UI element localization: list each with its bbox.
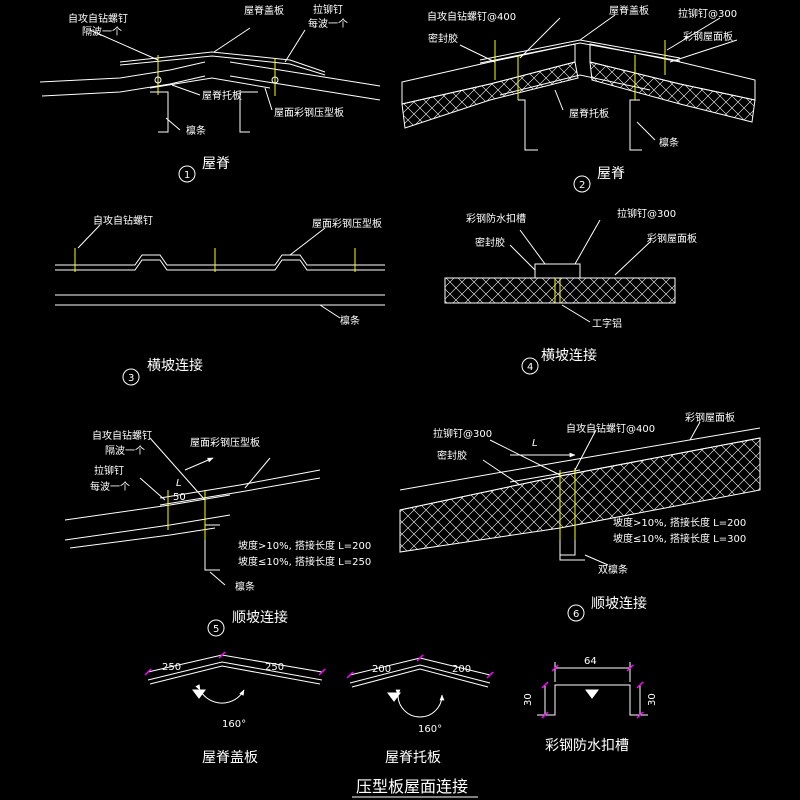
d6-note1: 坡度>10%, 搭接长度 L=200 (613, 516, 746, 529)
d1-label-purlin: 檩条 (186, 124, 206, 137)
ridge-support-dim-right: 200 (452, 664, 471, 675)
ridge-cover-title: 屋脊盖板 (202, 750, 258, 766)
d4-number: 4 (527, 362, 533, 373)
d6-dim-L: L (532, 438, 538, 449)
d2-label-rivet: 拉铆钉@300 (678, 7, 737, 20)
d6-note2: 坡度≤10%, 搭接长度 L=300 (613, 532, 746, 545)
d5-note1: 坡度>10%, 搭接长度 L=200 (238, 539, 371, 552)
d4-label-panel: 彩钢屋面板 (647, 232, 697, 245)
part-ridge-support (349, 657, 491, 718)
d3-label-purlin: 檩条 (340, 314, 360, 327)
part-ridge-cover (147, 654, 323, 704)
d2-label-cover: 屋脊盖板 (609, 4, 649, 17)
d3-label-panel: 屋面彩钢压型板 (312, 217, 382, 230)
d4-title: 横坡连接 (541, 347, 597, 364)
d2-label-panel: 彩钢屋面板 (683, 30, 733, 43)
ridge-cover-dim-right: 250 (265, 662, 284, 673)
d5-label-screw1: 自攻自钻螺钉 (92, 429, 152, 442)
d5-title: 顺坡连接 (232, 609, 288, 626)
part-ridge-support-ticks (346, 654, 494, 679)
d5-label-panel: 屋面彩钢压型板 (190, 436, 260, 449)
detail-5-end-lap (64, 437, 321, 637)
cap-channel-dim-top: 64 (584, 656, 597, 667)
detail-2-ridge (401, 14, 756, 193)
d4-label-sealant: 密封胶 (475, 236, 505, 249)
d2-number: 2 (579, 180, 585, 191)
d4-label-rivet: 拉铆钉@300 (617, 207, 676, 220)
cap-channel-title: 彩钢防水扣槽 (545, 738, 629, 754)
d5-label-purlin: 檩条 (235, 580, 255, 593)
d2-label-support: 屋脊托板 (569, 107, 609, 120)
d1-label-panel: 屋面彩钢压型板 (274, 106, 344, 119)
d6-label-panel: 彩钢屋面板 (685, 411, 735, 424)
detail-4-side-lap (444, 219, 676, 375)
d1-title: 屋脊 (202, 156, 230, 172)
part-cap-channel-ticks (541, 664, 644, 719)
d2-label-screw: 自攻自钻螺钉@400 (427, 10, 516, 23)
ridge-support-angle: 160° (418, 724, 442, 735)
d1-label-rivet2: 每波一个 (308, 17, 348, 30)
d6-number: 6 (573, 609, 579, 620)
detail-3-side-lap (55, 224, 385, 386)
d5-note2: 坡度≤10%, 搭接长度 L=250 (238, 555, 371, 568)
ridge-support-dim-left: 200 (372, 664, 391, 675)
d1-label-screw2: 隔波一个 (82, 25, 122, 38)
d2-title: 屋脊 (597, 166, 625, 182)
d4-label-cap: 彩钢防水扣槽 (466, 212, 526, 225)
d6-label-screw: 自攻自钻螺钉@400 (566, 422, 655, 435)
d2-label-purlin: 檩条 (659, 136, 679, 149)
cap-channel-dim-left: 30 (523, 693, 534, 706)
d3-label-screw: 自攻自钻螺钉 (93, 214, 153, 227)
detail-6-end-lap (399, 421, 761, 622)
sheet-title: 压型板屋面连接 (356, 777, 468, 796)
d3-title: 横坡连接 (147, 357, 203, 374)
d6-title: 顺坡连接 (591, 595, 647, 612)
d1-label-cover: 屋脊盖板 (244, 4, 284, 17)
ridge-cover-dim-left: 250 (162, 662, 181, 673)
d1-label-rivet1: 拉铆钉 (313, 3, 343, 16)
d6-label-purlin: 双檩条 (598, 563, 628, 576)
d1-number: 1 (184, 170, 190, 181)
d2-label-sealant: 密封胶 (428, 32, 458, 45)
ridge-cover-angle: 160° (222, 719, 246, 730)
part-ridge-cover-ticks (144, 651, 326, 676)
d5-number: 5 (213, 624, 219, 635)
ridge-support-title: 屋脊托板 (385, 750, 441, 766)
d5-label-rivet1: 拉铆钉 (94, 464, 124, 477)
d1-label-support: 屋脊托板 (202, 89, 242, 102)
d5-dim-L: L (176, 478, 182, 489)
d1-label-screw1: 自攻自钻螺钉 (68, 12, 128, 25)
d5-label-rivet2: 每波一个 (90, 480, 130, 493)
d5-dim-50: 50 (173, 492, 186, 503)
d5-label-screw2: 隔波一个 (105, 444, 145, 457)
d6-label-sealant: 密封胶 (437, 449, 467, 462)
d4-label-ibeam: 工字铝 (592, 317, 622, 330)
part-cap-channel (537, 662, 648, 716)
d6-label-rivet: 拉铆钉@300 (433, 427, 492, 440)
detail-1-ridge (39, 27, 381, 183)
d3-number: 3 (128, 373, 134, 384)
cap-channel-dim-right: 30 (647, 693, 658, 706)
